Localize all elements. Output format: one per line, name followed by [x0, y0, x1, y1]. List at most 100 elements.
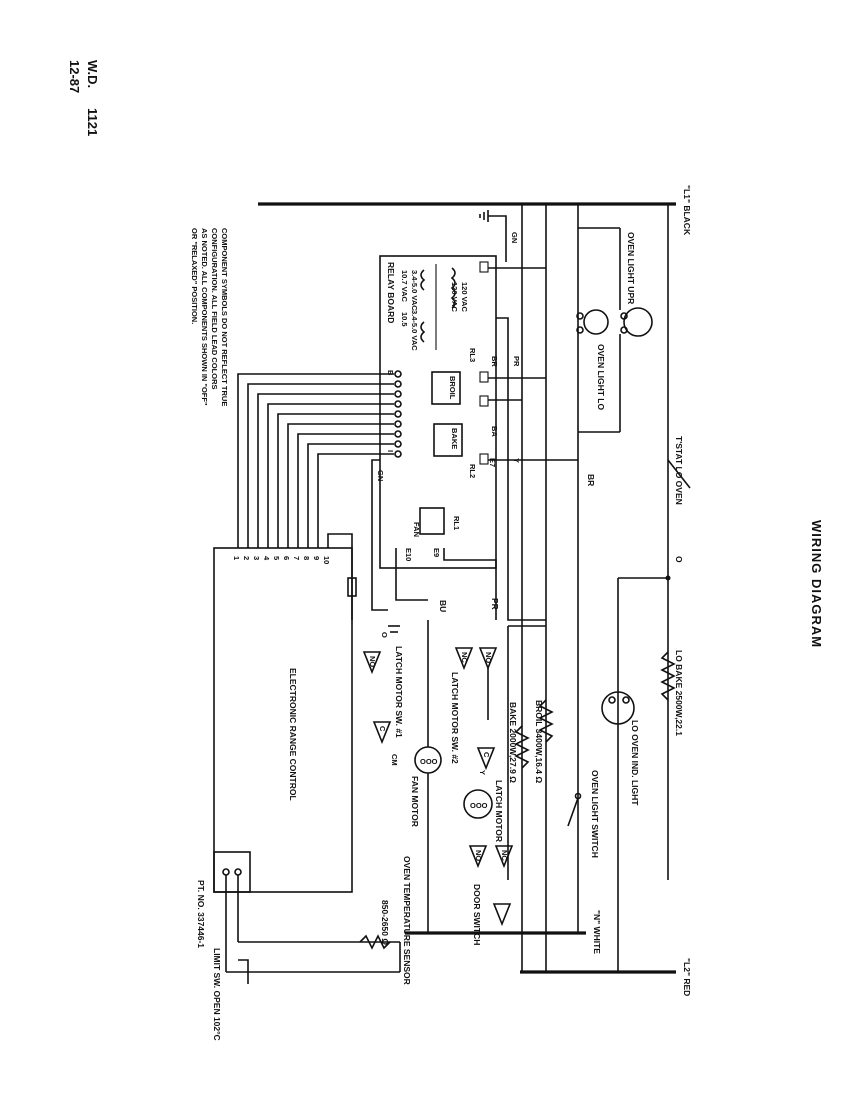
latch-sw2-nc-label: NC [460, 652, 469, 663]
oven-light-lo-terminal-2 [576, 326, 584, 334]
erc-sensor-connector [213, 851, 251, 893]
terminal-top-1 [479, 261, 489, 273]
ground-wire [488, 215, 507, 262]
relay-board [379, 255, 497, 569]
oven-light-upr-terminal [620, 312, 628, 320]
tr-107: 10.7 VAC [400, 270, 409, 303]
wd-date: 12-87 [67, 60, 82, 93]
tr-34-a: 3.4-5.0 VAC [410, 270, 419, 311]
oven-light-switch-label: OVEN LIGHT SWITCH [590, 770, 600, 858]
bake-label: BAKE 2000W,27.9 Ω [508, 702, 518, 783]
bake-box-label: BAKE [450, 428, 459, 449]
terminal-e7 [479, 453, 489, 465]
lo-bake-label: LO BAKE 2500W,22.1 [674, 650, 684, 736]
ribbon-wire-10 [327, 533, 353, 620]
transformer-primary [450, 267, 456, 309]
erc-pin-6: 6 [282, 556, 291, 560]
door-no-label: NO [474, 850, 483, 861]
erc-pin-7: 7 [292, 556, 301, 560]
diagram-title: WIRING DIAGRAM [809, 520, 824, 648]
ribbon-wire-4 [267, 403, 394, 548]
broil-element [538, 699, 554, 743]
e9-label: E9 [432, 548, 441, 557]
transformer: 120 VAC 120 VAC 3.4-5.0 VAC 3.4-5.0 VAC … [400, 264, 469, 351]
ribbon-wire-7 [297, 433, 394, 548]
limit-sw-label: LIMIT SW. OPEN 102°C [212, 948, 222, 1041]
drawing-header: W.D. 1121 12-87 [67, 60, 100, 136]
bake-element [514, 725, 530, 769]
relay-gn-wire [371, 459, 388, 611]
latch-sw2-c [476, 747, 496, 771]
tr-120-b: 120 VAC [450, 282, 459, 312]
relay-e9-wire [443, 548, 497, 620]
relay-board-label: RELAY BOARD [386, 262, 396, 323]
gn2-wire-label: GN [376, 470, 385, 481]
erc-pin-8: 8 [302, 556, 311, 560]
transformer-sec-1 [420, 269, 426, 291]
erc-pin-3: 3 [252, 556, 261, 560]
oven-light-upr-bulb [623, 307, 653, 337]
fan-box-label: FAN [412, 522, 421, 537]
oven-light-switch-pivot [574, 792, 582, 800]
relay-pin-5 [394, 410, 402, 418]
ribbon-wire-8 [307, 443, 394, 548]
erc-fuse [347, 577, 357, 597]
rl2-label: RL2 [468, 464, 477, 478]
relay-pin-3 [394, 390, 402, 398]
erc-pin-row: 1 2 3 4 5 6 7 8 9 10 [232, 556, 331, 564]
ribbon-wire-1 [237, 373, 394, 548]
erc-pin-2: 2 [242, 556, 251, 560]
relay-pin-column: B I [386, 370, 402, 458]
br-relay-label: BR [490, 356, 499, 367]
latch-motor-symbol: OOO [470, 801, 488, 810]
terminal-rl3 [479, 395, 489, 407]
fan-motor-symbol: OOO [420, 757, 438, 766]
rl3-label: RL3 [468, 348, 477, 362]
lo-bake-element [660, 651, 676, 701]
oven-light-upr-label: OVEN LIGHT UPR [626, 232, 636, 304]
relay-pin-9 [394, 450, 402, 458]
latch-motor-y: Y [478, 770, 487, 775]
door-nc-label: NC [500, 850, 509, 861]
wd-label: W.D. [85, 60, 100, 88]
latch-sw1-c-label: C [378, 726, 387, 732]
relay-broil [431, 371, 461, 405]
wd-number: 1121 [85, 108, 100, 136]
relay-pin-7 [394, 430, 402, 438]
latch-sw2-nc [454, 647, 474, 671]
erc-pin-4: 4 [262, 556, 271, 561]
relay-pin-6 [394, 420, 402, 428]
relay-pin-8 [394, 440, 402, 448]
terminal-br [479, 371, 489, 383]
ribbon-wire-2 [247, 383, 394, 548]
note-line-2: CONFIGURATION. ALL FIELD LEAD COLORS [210, 228, 219, 390]
note-line-1: COMPONENT SYMBOLS DO NOT REFLECT TRUE [220, 228, 229, 406]
erc-pin-1: 1 [232, 556, 241, 560]
relay-fan [419, 507, 445, 535]
door-switch-nc [494, 845, 514, 869]
latch-sw2-no-label: NO [484, 652, 493, 663]
ribbon-wire-9 [317, 453, 394, 548]
ind-light-term-1 [608, 696, 616, 704]
door-switch-no [468, 845, 488, 869]
erc-sensor-pin-2 [234, 868, 242, 876]
e7-label: E7 [488, 458, 497, 467]
tr-105: 10.5 [400, 312, 409, 327]
latch-sw2-c-label: C [482, 752, 491, 758]
erc-sensor-pin-1 [222, 868, 230, 876]
erc-pin-5: 5 [272, 556, 281, 560]
relay-pin-4 [394, 400, 402, 408]
latch-sw1-cm-label: CM [390, 754, 399, 766]
note-line-3: AS NOTED. ALL COMPONENTS SHOWN IN "OFF" [200, 228, 209, 406]
relay-pr-wire [496, 317, 546, 621]
fan-motor-label: FAN MOTOR [410, 776, 420, 827]
latch-motor [463, 789, 493, 819]
tstat-switch [667, 459, 691, 489]
relay-pin-b-label: B [386, 370, 395, 376]
o-wire-label: O [674, 556, 684, 563]
oven-light-lo-label: OVEN LIGHT LO [596, 344, 606, 411]
oven-ind-light-label: LO OVEN IND. LIGHT [630, 720, 640, 806]
oven-light-lo-bulb [583, 309, 609, 335]
relay-pin-2 [394, 380, 402, 388]
